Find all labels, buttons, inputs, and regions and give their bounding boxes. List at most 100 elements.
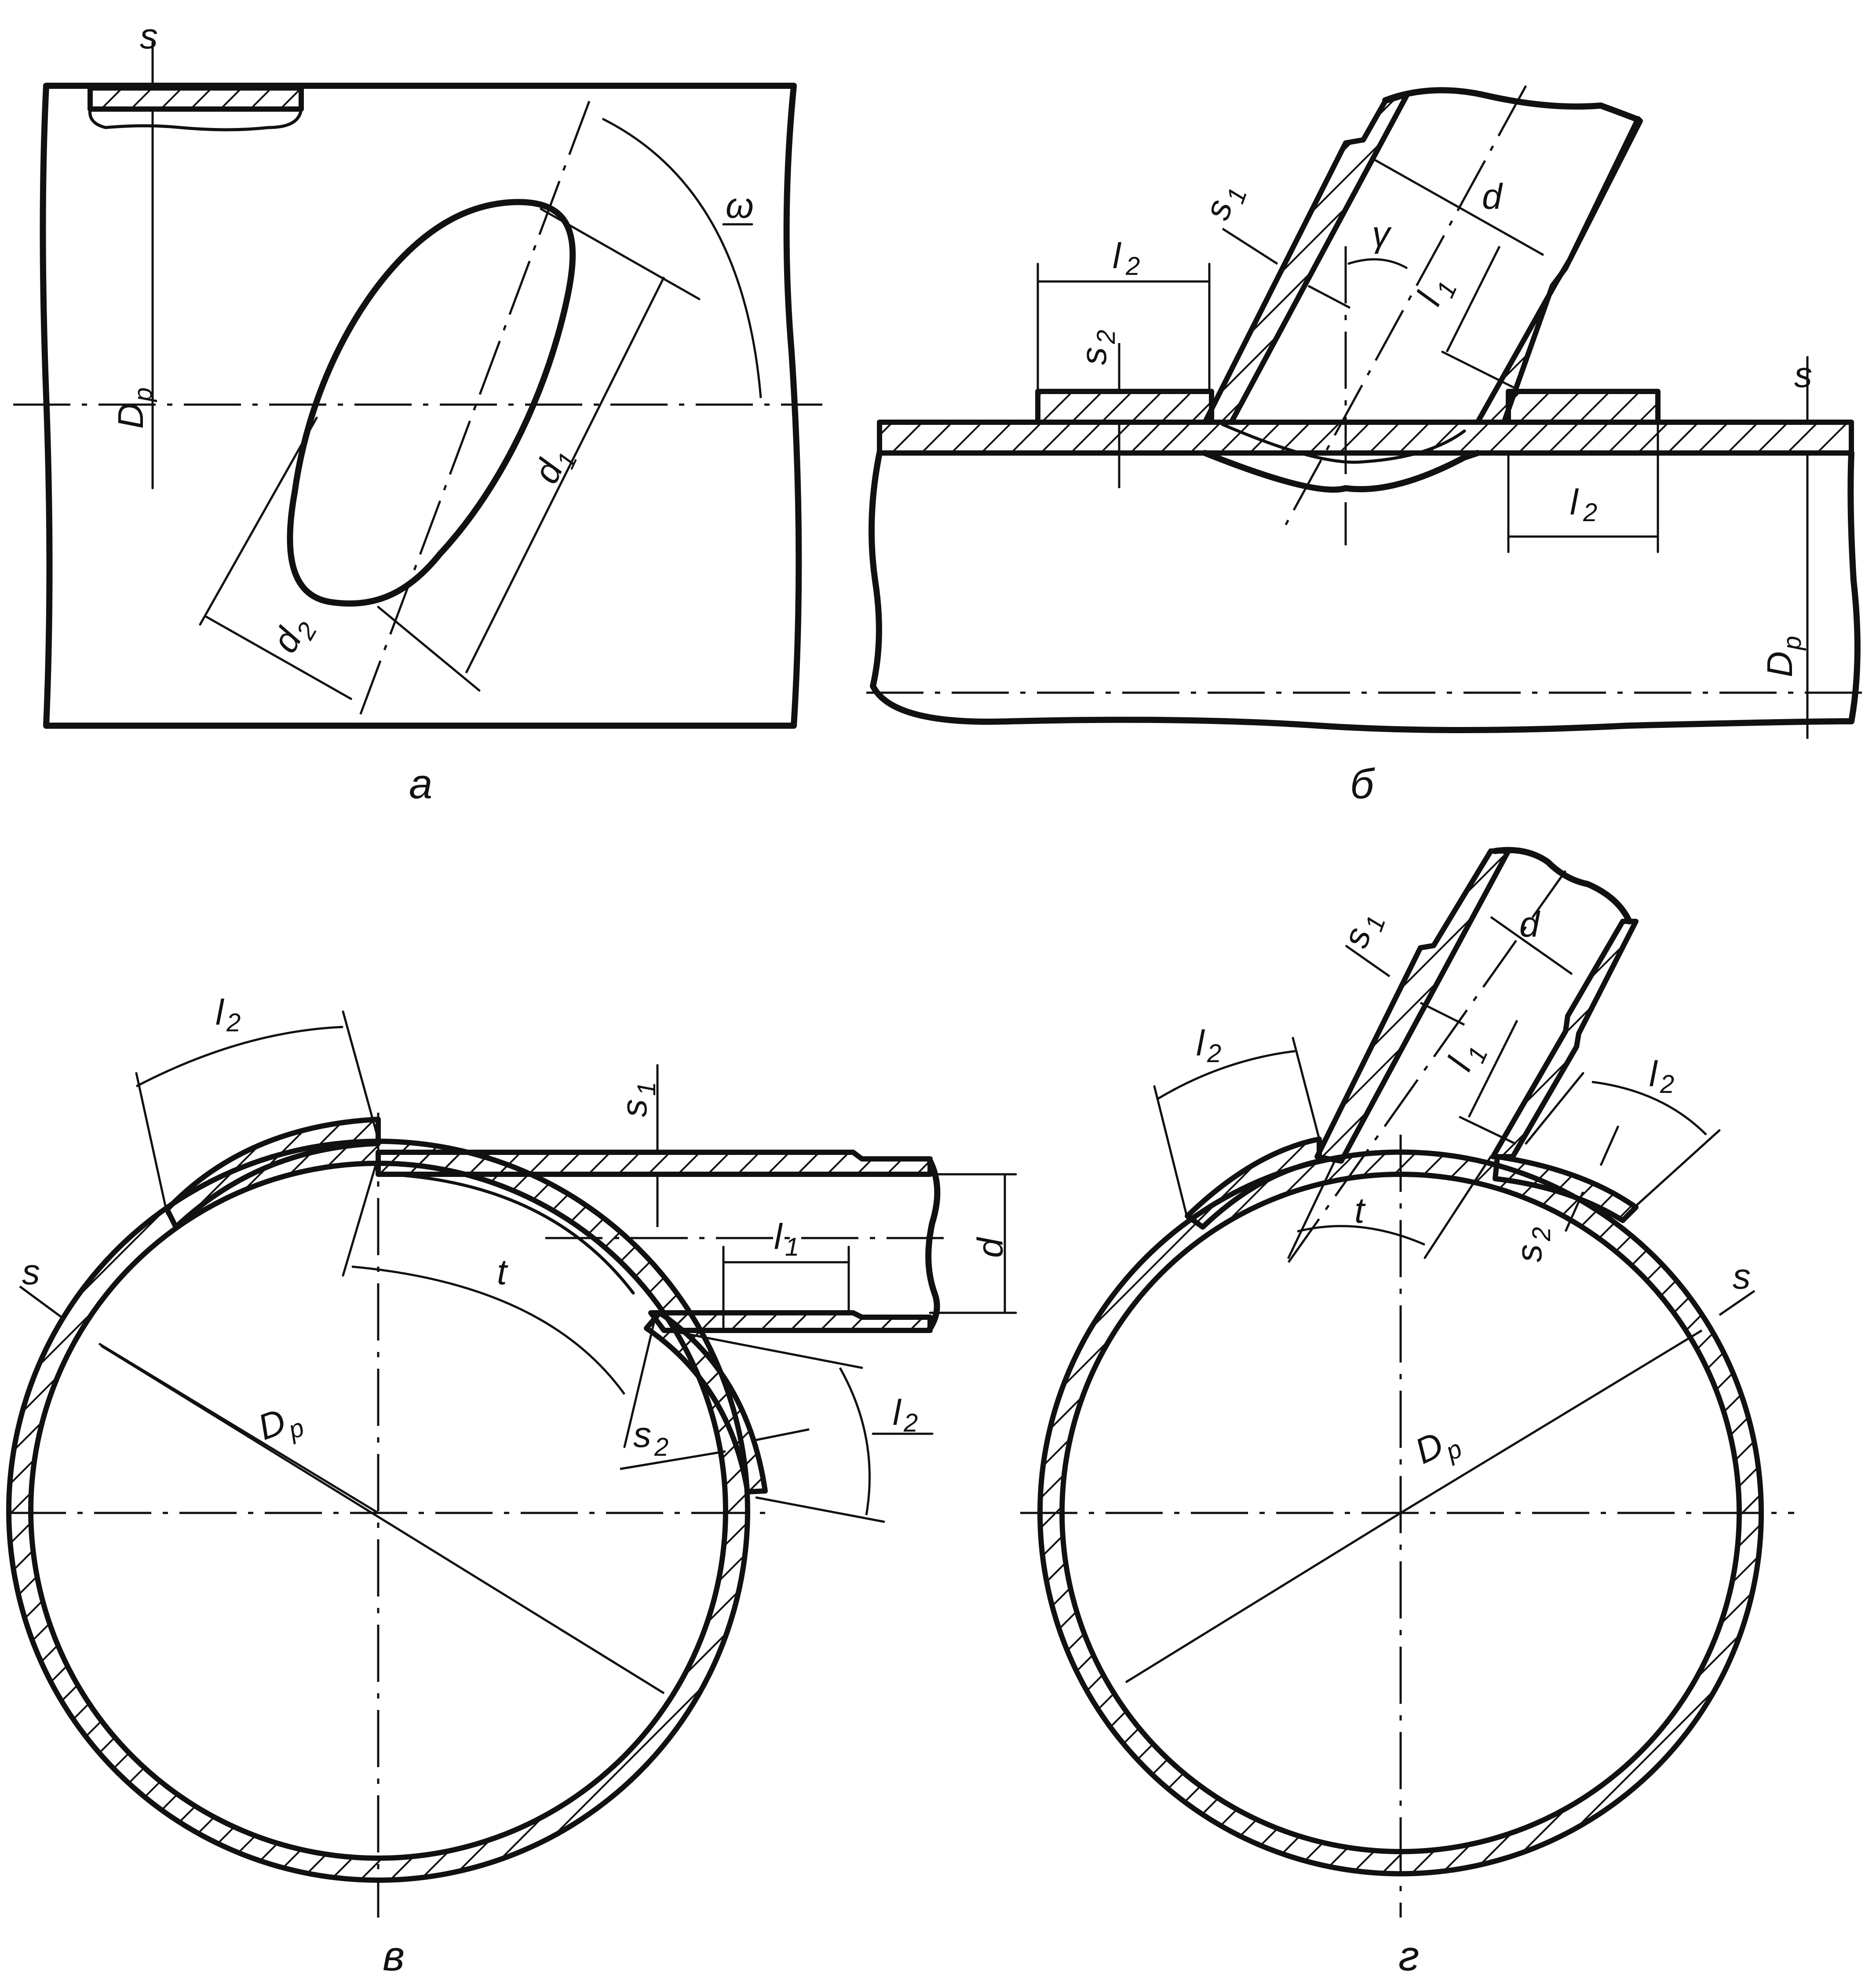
shell-outline	[869, 450, 1861, 733]
svg-text:D: D	[1760, 651, 1800, 677]
nozzle-inner-curve	[385, 1173, 635, 1295]
l2-right-label: l 2	[1570, 482, 1597, 527]
panel-a: s ω D p d 1 d 2 а	[13, 16, 822, 807]
s-label: s	[1733, 1257, 1751, 1297]
t-arc	[1297, 1225, 1425, 1246]
nozzle-top-break	[1382, 87, 1641, 123]
svg-text:2: 2	[1125, 252, 1140, 281]
d-label: d	[971, 1237, 1011, 1258]
dp-label: D p	[1760, 636, 1807, 677]
svg-text:2: 2	[1092, 330, 1120, 344]
dp-diameter	[100, 1344, 665, 1695]
svg-text:2: 2	[1207, 1039, 1221, 1068]
oval-major-axis	[355, 101, 591, 726]
svg-text:l: l	[1649, 1054, 1658, 1094]
s1-arrow	[1222, 227, 1278, 265]
nozzle-wall-top	[376, 1150, 933, 1177]
panel-g: s 1 d l 2 l 1 l 2 t s 2 s D p г	[1020, 847, 1794, 1980]
gamma-label: γ	[1372, 214, 1392, 254]
svg-text:p: p	[129, 387, 157, 402]
s1-label: s 1	[614, 1082, 661, 1117]
caption-v: в	[383, 1933, 405, 1980]
s1-label: s 1	[1197, 184, 1252, 225]
d2-extension-left	[199, 416, 318, 626]
s2-label: s 2	[633, 1415, 668, 1461]
omega-label: ω	[726, 186, 754, 226]
l2-right-arc	[1591, 1081, 1707, 1136]
l2-ext-2	[342, 1010, 380, 1140]
s2-arrow	[620, 1450, 726, 1470]
t-label: t	[497, 1252, 508, 1292]
l2-left-ext-2	[1292, 1037, 1321, 1140]
dp-diameter-rev	[98, 1342, 379, 1514]
svg-text:l: l	[774, 1217, 783, 1257]
omega-arc	[602, 117, 762, 398]
svg-text:l: l	[1196, 1023, 1205, 1063]
l1-label: l 1	[1440, 1042, 1493, 1077]
l1-label: l 1	[1409, 277, 1463, 311]
s-arrow	[19, 1285, 62, 1319]
svg-text:D: D	[1409, 1425, 1449, 1472]
d1-extension-bottom	[377, 606, 481, 692]
pad-right	[1493, 1154, 1639, 1223]
s1-label: s 1	[1335, 912, 1391, 953]
d-label: d	[1519, 905, 1540, 945]
caption-g: г	[1398, 1933, 1419, 1980]
s1-arrow-2	[1307, 285, 1351, 309]
t-ext-2	[623, 1316, 657, 1448]
svg-text:s: s	[1074, 347, 1114, 365]
svg-text:2: 2	[1583, 498, 1597, 527]
s2-arrow-2	[754, 1428, 810, 1442]
svg-text:2: 2	[226, 1008, 241, 1037]
l1-label: l 1	[774, 1217, 799, 1261]
l2-left-label: l 2	[1196, 1023, 1221, 1068]
nozzle-wall-bottom	[648, 1310, 933, 1333]
wall-break	[88, 107, 303, 132]
svg-text:2: 2	[1660, 1070, 1674, 1099]
d-dimension	[1371, 157, 1544, 256]
l1-ext	[1459, 1116, 1516, 1145]
svg-text:l: l	[893, 1393, 902, 1433]
panel-b: l 2 s 2 s 1 γ d l 1 l 2 s D p б	[866, 85, 1865, 807]
l2-right-label: l 2	[1649, 1054, 1674, 1099]
svg-text:2: 2	[903, 1409, 918, 1437]
s2-arrow-top	[1599, 1125, 1620, 1166]
l2-top-label: l 2	[215, 993, 241, 1037]
wall-section	[88, 85, 304, 112]
dp-label: D p	[1409, 1425, 1466, 1472]
pad-left	[1035, 389, 1214, 425]
svg-text:D: D	[111, 403, 151, 429]
d-label: d	[1482, 177, 1503, 217]
nozzle-wall-right	[1475, 116, 1643, 425]
s2-label: s 2	[1509, 1227, 1556, 1262]
svg-text:s: s	[633, 1415, 651, 1455]
t-ext-2	[1423, 1155, 1492, 1259]
l2-right-ext-2	[755, 1496, 885, 1523]
t-ext	[342, 1155, 380, 1277]
saddle-curve-inner	[1221, 423, 1466, 464]
svg-text:l: l	[1113, 236, 1122, 276]
shell-outline	[40, 83, 802, 729]
s-label: s	[1794, 355, 1812, 395]
s-arrow	[1719, 1290, 1756, 1316]
nozzle-wall-left	[1314, 848, 1511, 1164]
svg-text:l: l	[215, 993, 225, 1033]
d1-extension-top	[540, 208, 701, 300]
panel-v: l 2 s 1 s t l 1 d D p s 2 l 2 в	[6, 993, 1017, 1980]
l2-right-label: l 2	[893, 1393, 918, 1437]
dp-diameter	[1400, 1329, 1703, 1514]
pad-right	[644, 1310, 768, 1494]
t-arc	[351, 1265, 626, 1395]
svg-text:2: 2	[1527, 1227, 1556, 1242]
s1-arrow-2	[1420, 1001, 1465, 1026]
l1-ext	[1441, 351, 1514, 388]
svg-text:s: s	[614, 1099, 654, 1117]
s1-arrow	[1345, 944, 1391, 978]
l1-dimension	[1467, 1019, 1518, 1118]
l2-top-arc	[135, 1026, 343, 1088]
l2-left-ext-1	[1153, 1085, 1189, 1220]
s2-arrow-bottom	[1564, 1191, 1584, 1232]
l1-dimension	[1445, 245, 1501, 353]
s-label: s	[22, 1252, 40, 1292]
